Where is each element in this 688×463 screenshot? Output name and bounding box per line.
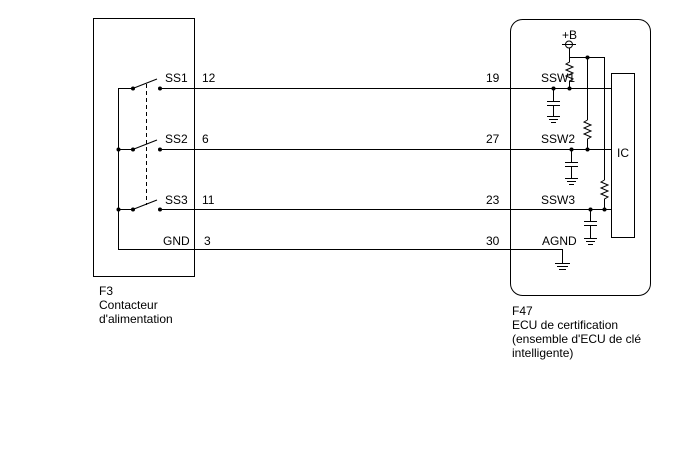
left-pin-ss2: 6 xyxy=(202,132,209,146)
left-pin-ss1: 12 xyxy=(202,71,216,85)
left-signal-gnd: GND xyxy=(163,234,190,248)
right-signal-ss2: SSW2 xyxy=(541,132,575,146)
switch-ss2 xyxy=(133,139,158,150)
switch-ss1 xyxy=(133,78,158,89)
ecu-f47-caption: F47 ECU de certification (ensemble d'ECU… xyxy=(512,304,641,360)
right-signal-ss3: SSW3 xyxy=(541,193,575,207)
left-signal-ss1: SS1 xyxy=(165,71,188,85)
connector-f3-body xyxy=(93,18,195,277)
ecu-f47-body xyxy=(510,19,651,296)
connector-f3-caption: F3 Contacteur d'alimentation xyxy=(99,284,173,326)
left-pin-ss3: 11 xyxy=(202,193,215,207)
left-signal-ss3: SS3 xyxy=(165,193,188,207)
ic-label: IC xyxy=(617,146,629,160)
switch-ss3 xyxy=(133,199,158,210)
right-pin-gnd: 30 xyxy=(486,234,500,248)
ecu-f47-name-line-2: (ensemble d'ECU de clé xyxy=(512,332,642,346)
pullup-resistor-ssw3 xyxy=(599,179,610,209)
ecu-f47-code: F47 xyxy=(512,304,533,318)
connector-f3-name-line-1: Contacteur xyxy=(99,298,158,312)
ecu-f47-name-line-1: ECU de certification xyxy=(512,318,619,332)
supply-label: +B xyxy=(562,28,577,42)
right-signal-agnd: AGND xyxy=(542,234,577,248)
ic-block xyxy=(611,73,635,238)
left-pin-gnd: 3 xyxy=(204,234,211,248)
right-pin-ss3: 23 xyxy=(486,193,500,207)
ecu-f47-name-line-3: intelligente) xyxy=(512,346,574,360)
left-signal-ss2: SS2 xyxy=(165,132,188,146)
pullup-resistor-ssw2 xyxy=(582,119,593,149)
right-pin-ss1: 19 xyxy=(486,71,500,85)
pullup-resistor-ssw1 xyxy=(564,57,575,88)
connector-f3-name-line-2: d'alimentation xyxy=(99,312,173,326)
connector-f3-code: F3 xyxy=(99,284,114,298)
right-signal-ss1: SSW1 xyxy=(541,71,575,85)
right-pin-ss2: 27 xyxy=(486,132,500,146)
